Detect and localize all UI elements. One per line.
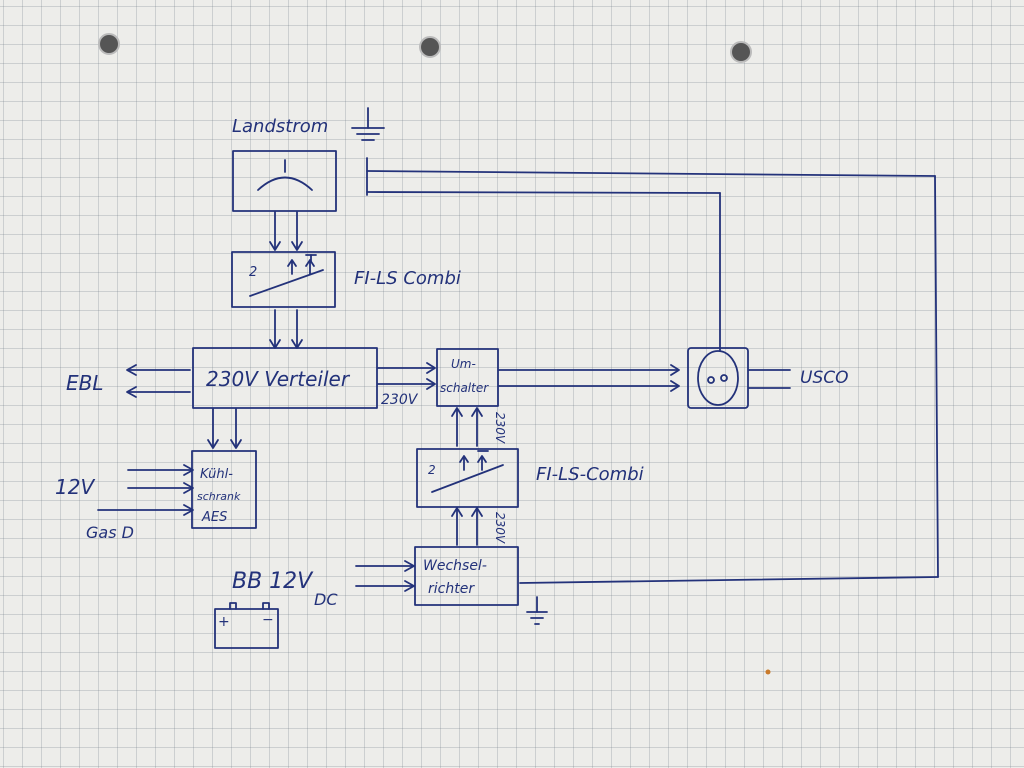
inverter-box xyxy=(414,546,519,606)
fridge-line2: schrank xyxy=(197,490,241,503)
distributor-box xyxy=(192,347,378,409)
ground-symbol-bottom xyxy=(526,596,548,625)
wire-arrows xyxy=(377,362,436,390)
breaker-number-top: 2 xyxy=(249,265,257,280)
transfer-switch-line1: Um- xyxy=(451,357,476,371)
battery-minus: − xyxy=(262,612,274,628)
wire-arrows xyxy=(97,464,194,516)
v230-vert-label-2: 230V xyxy=(493,512,507,544)
wire-arrows xyxy=(498,364,680,392)
wire-arrows xyxy=(451,407,483,447)
transfer-switch-line2: schalter xyxy=(440,381,489,395)
battery-input-label: BB 12V xyxy=(232,569,314,594)
rcbo-bottom-box xyxy=(416,448,519,508)
dc-label: DC xyxy=(314,590,338,609)
rcbo-top-box xyxy=(231,251,336,308)
shore-power-label: Landstrom xyxy=(232,116,328,137)
battery-icon xyxy=(214,602,279,649)
wire-arrows xyxy=(451,507,483,546)
rcbo-top-label: FI-LS Combi xyxy=(354,268,461,289)
input-12v-label: 12V xyxy=(55,475,95,499)
distributor-label: 230V Verteiler xyxy=(206,367,351,391)
breaker-number-bottom: 2 xyxy=(428,463,436,477)
outlet-label: USCO xyxy=(800,368,849,388)
wire-arrows xyxy=(207,408,242,449)
inverter-line2: richter xyxy=(428,581,475,597)
punch-hole xyxy=(730,41,752,63)
fridge-line3: AES xyxy=(201,510,227,525)
battery-plus: + xyxy=(218,614,230,630)
gas-label: Gas D xyxy=(86,523,134,542)
earth-wire xyxy=(366,157,939,584)
punch-hole xyxy=(419,36,441,58)
inverter-line1: Wechsel- xyxy=(423,558,487,574)
rcbo-bottom-label: FI-LS-Combi xyxy=(536,464,644,485)
wire-arrows xyxy=(269,211,303,251)
transfer-switch-box xyxy=(436,348,499,407)
wire-arrows xyxy=(355,560,415,592)
socket-outlet xyxy=(687,347,791,409)
ebl-arrows xyxy=(126,364,191,398)
paper-speck xyxy=(765,669,771,675)
ebl-label: EBL xyxy=(66,371,104,395)
wire-arrows xyxy=(269,309,303,349)
ground-symbol-top xyxy=(351,107,385,141)
punch-hole xyxy=(98,33,120,55)
fridge-line1: Kühl- xyxy=(200,467,233,482)
v230-out-label: 230V xyxy=(381,392,419,408)
shore-inlet-box xyxy=(232,150,337,212)
v230-vert-label: 230V xyxy=(493,412,507,444)
